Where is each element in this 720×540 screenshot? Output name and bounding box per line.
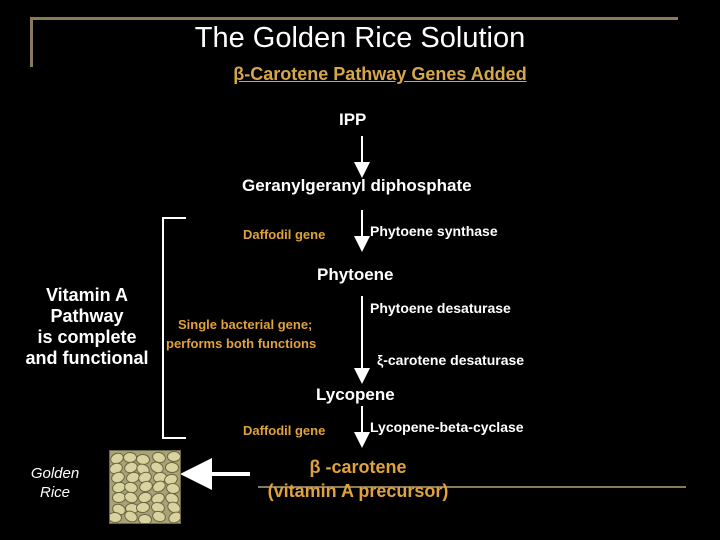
enzyme-phytoene-synthase: Phytoene synthase xyxy=(370,223,498,239)
rice-grain xyxy=(110,511,123,523)
frame-left-line xyxy=(30,17,33,67)
rice-grain xyxy=(164,461,180,474)
rice-label-line: Golden xyxy=(30,465,80,482)
gene-daffodil-2: Daffodil gene xyxy=(243,423,326,438)
rice-label-line: Rice xyxy=(39,484,70,501)
frame-bottom-line xyxy=(258,486,686,488)
gene-bacterial-line1: Single bacterial gene; xyxy=(178,317,313,332)
gene-bacterial-line2: performs both functions xyxy=(166,336,317,351)
node-ipp: IPP xyxy=(339,110,367,129)
rice-grain xyxy=(166,451,180,463)
node-lycopene: Lycopene xyxy=(316,385,395,404)
pathway-note-line: Pathway xyxy=(50,306,124,326)
pathway-note-line: Vitamin A xyxy=(45,285,129,305)
frame-top-line xyxy=(30,17,678,20)
enzyme-lycopene-cyclase: Lycopene-beta-cyclase xyxy=(370,419,524,435)
gene-daffodil-1: Daffodil gene xyxy=(243,227,326,242)
golden-rice-label: Golden Rice xyxy=(22,464,88,502)
slide-title: The Golden Rice Solution xyxy=(194,22,526,54)
rice-grain xyxy=(135,500,151,514)
pathway-note-line: is complete xyxy=(37,327,137,347)
slide-subtitle: β-Carotene Pathway Genes Added xyxy=(233,64,527,84)
node-beta-carotene: β -carotene (vitamin A precursor) xyxy=(240,455,476,503)
node-phytoene: Phytoene xyxy=(317,265,394,284)
enzyme-phytoene-desaturase: Phytoene desaturase xyxy=(370,300,511,316)
golden-rice-photo xyxy=(109,450,181,524)
rice-grain xyxy=(150,509,168,523)
rice-grain xyxy=(165,509,180,523)
beta-carotene-note: (vitamin A precursor) xyxy=(267,481,449,501)
enzyme-xi-carotene-desaturase: ξ-carotene desaturase xyxy=(377,352,525,368)
pathway-bracket xyxy=(162,217,186,439)
node-ggpp: Geranylgeranyl diphosphate xyxy=(242,176,472,195)
pathway-note-line: and functional xyxy=(25,348,149,368)
beta-carotene-label: β -carotene xyxy=(309,457,407,477)
rice-grain xyxy=(137,513,153,523)
pathway-complete-note: Vitamin A Pathway is complete and functi… xyxy=(14,285,160,369)
